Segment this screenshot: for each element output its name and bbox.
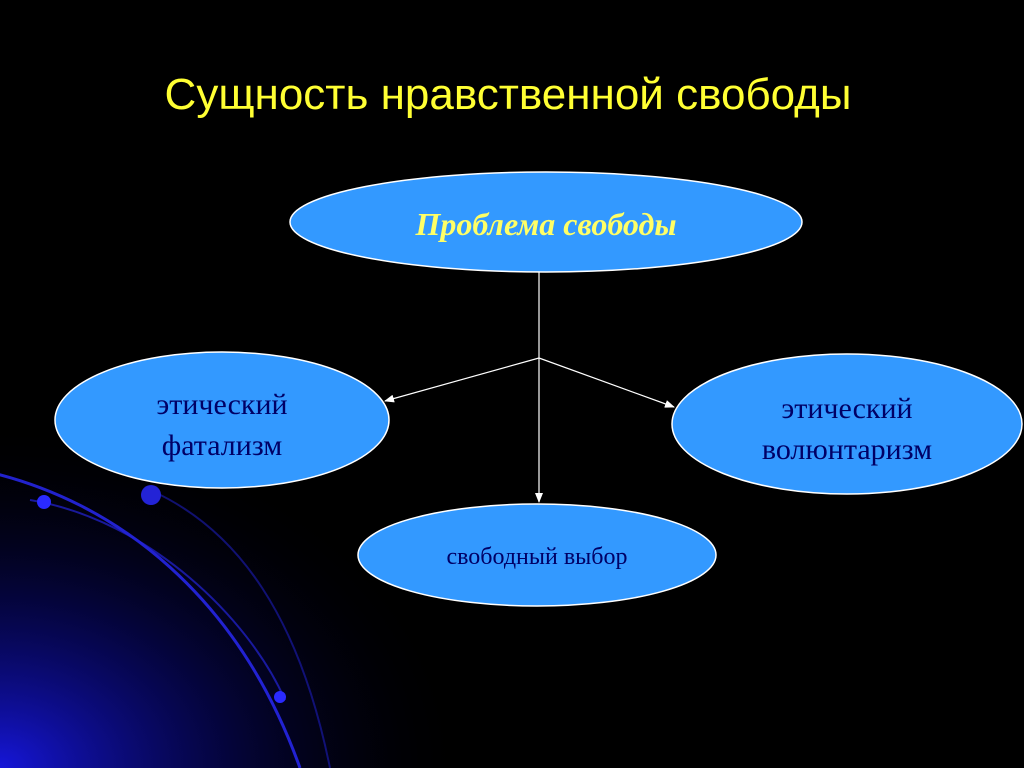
node-right-line2: волюнтаризм xyxy=(762,433,932,466)
node-right: этический волюнтаризм xyxy=(671,353,1023,495)
node-left-line2: фатализм xyxy=(162,429,282,462)
node-right-line1: этический xyxy=(781,392,912,425)
decor-dot-3 xyxy=(274,691,286,703)
node-right-shape xyxy=(671,353,1023,495)
decor-dot-1 xyxy=(37,495,51,509)
node-left: этический фатализм xyxy=(54,351,390,489)
node-bottom-label: свободный выбор xyxy=(446,544,627,570)
node-bottom: свободный выбор xyxy=(357,503,717,607)
node-root: Проблема свободы xyxy=(289,171,803,273)
node-bottom-shape xyxy=(357,503,717,607)
node-root-shape xyxy=(289,171,803,273)
decor-arc-1 xyxy=(0,473,302,768)
connector-to-right xyxy=(538,357,675,408)
node-left-shape xyxy=(54,351,390,489)
node-root-label: Проблема свободы xyxy=(414,206,676,242)
decor-arc-2 xyxy=(29,499,286,701)
slide-title: Сущность нравственной свободы xyxy=(164,70,852,119)
decor-arc-3 xyxy=(149,489,331,768)
node-left-line1: этический xyxy=(156,388,287,421)
connector-to-left xyxy=(384,357,540,403)
decor-dot-2 xyxy=(141,485,161,505)
